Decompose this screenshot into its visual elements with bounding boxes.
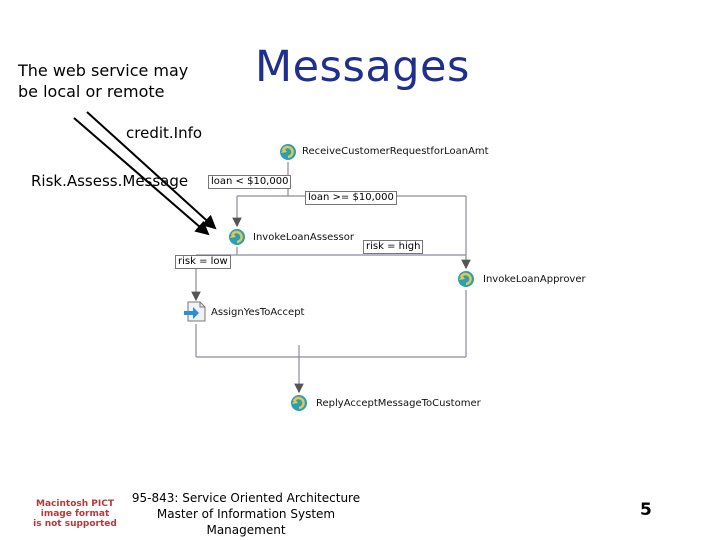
service-note-line-1: The web service may [18, 61, 189, 80]
footer-course: 95-843: Service Oriented Architecture [131, 491, 361, 505]
invoke-assessor-icon [229, 229, 245, 245]
condition-risk-low: risk = low [175, 255, 231, 269]
node-assign-label: AssignYesToAccept [211, 307, 305, 318]
condition-risk-high: risk = high [363, 240, 424, 254]
service-note: The web service may be local or remote [18, 60, 238, 102]
condition-loan-ge: loan >= $10,000 [305, 191, 397, 205]
pict-notice-line-2: image format [40, 509, 110, 519]
pict-notice-line-3: is not supported [33, 519, 117, 529]
credit-info-pointer [86, 111, 217, 230]
assign-icon [184, 301, 206, 322]
node-reply-label: ReplyAcceptMessageToCustomer [316, 398, 481, 409]
slide-title: Messages [255, 42, 470, 92]
service-note-line-2: be local or remote [18, 82, 165, 101]
credit-info-label: credit.Info [126, 124, 203, 142]
receive-icon [280, 144, 296, 160]
reply-icon [291, 395, 307, 411]
risk-assess-label: Risk.Assess.Message [31, 172, 189, 190]
risk-assess-pointer [73, 117, 210, 236]
invoke-approver-icon [458, 271, 474, 287]
node-invoke-approver-label: InvokeLoanApprover [483, 274, 586, 285]
node-invoke-assessor-label: InvokeLoanAssessor [253, 232, 354, 243]
pict-notice: Macintosh PICT image format is not suppo… [30, 499, 120, 529]
pict-notice-line-1: Macintosh PICT [36, 499, 114, 509]
node-receive-label: ReceiveCustomerRequestforLoanAmt [302, 146, 489, 157]
footer-program-line-1: Master of Information System [156, 507, 336, 521]
footer-program-line-2: Management [206, 523, 286, 537]
footer: 95-843: Service Oriented Architecture Ma… [126, 490, 366, 538]
page-number: 5 [640, 500, 652, 520]
condition-loan-lt: loan < $10,000 [208, 175, 292, 189]
